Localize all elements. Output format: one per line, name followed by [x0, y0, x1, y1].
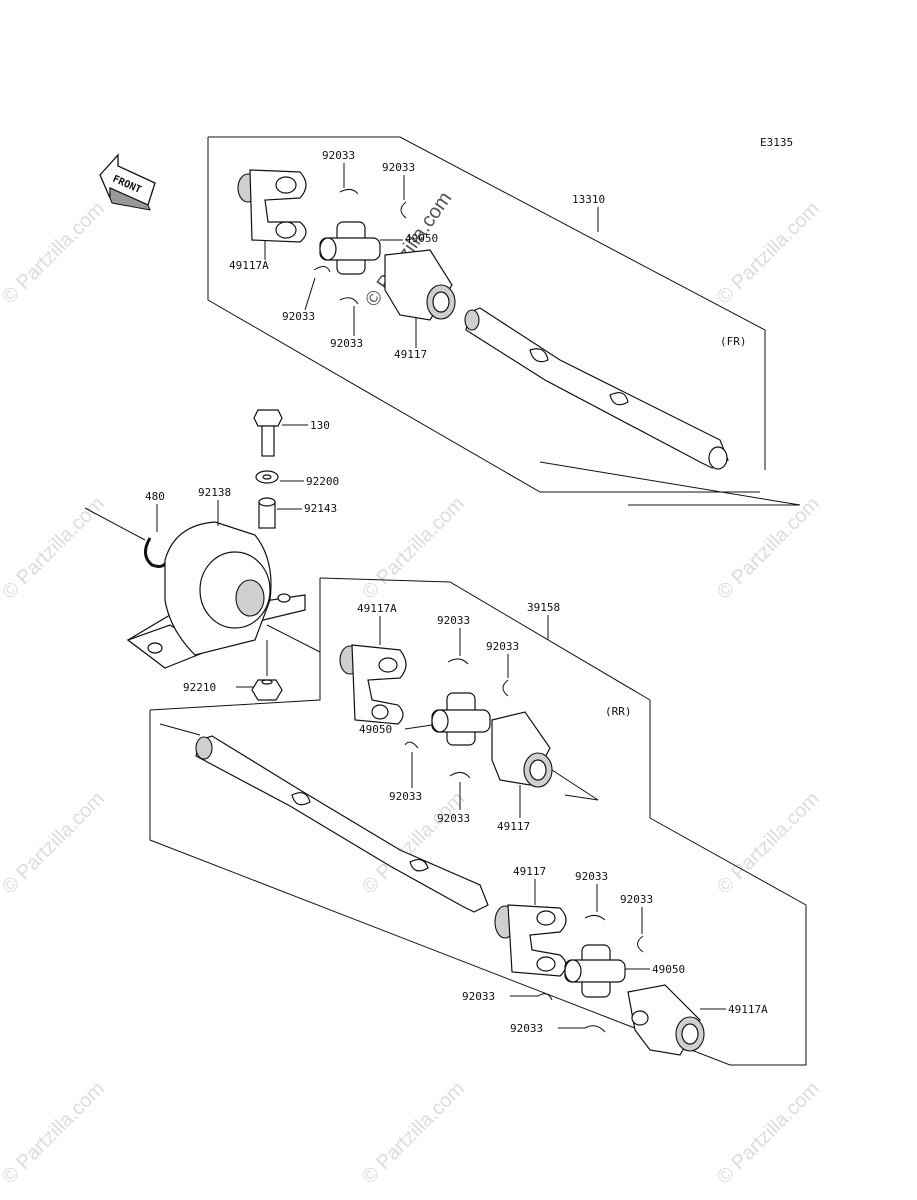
label-92138: 92138: [198, 486, 231, 499]
snap-ring-icon: [637, 935, 644, 953]
watermark: © Partzilla.com: [358, 493, 469, 604]
label-92200: 92200: [306, 475, 339, 488]
watermark: © Partzilla.com: [0, 788, 109, 899]
label-49117A: 49117A: [728, 1003, 768, 1016]
label-49117A: 49117A: [229, 259, 269, 272]
diagram-code: E3135: [760, 136, 793, 149]
bolt-130: [253, 409, 283, 457]
label-92033: 92033: [389, 790, 422, 803]
rear-shaft: [195, 735, 489, 913]
label-92210: 92210: [183, 681, 216, 694]
cross-joint-49050: [564, 944, 626, 998]
watermark: © Partzilla.com: [713, 493, 824, 604]
label-92033: 92033: [382, 161, 415, 174]
cross-joint-49050: [431, 692, 491, 746]
yoke-49117: [384, 249, 456, 321]
snap-ring-icon: [537, 993, 553, 1001]
washer-hole: [262, 474, 272, 480]
yoke-49117A: [237, 169, 307, 243]
centerline: [84, 507, 146, 541]
section-rr-label: (RR): [605, 705, 632, 718]
snap-ring-icon: [584, 914, 606, 921]
snap-ring-icon: [339, 297, 359, 305]
yoke-49117: [494, 904, 567, 977]
label-92033: 92033: [322, 149, 355, 162]
label-92143: 92143: [304, 502, 337, 515]
group-outline: [149, 577, 807, 1066]
front-shaft-group: (FR) 13310 49117A 92033 92033 92033 9203…: [207, 136, 801, 506]
label-49117: 49117: [497, 820, 530, 833]
watermark: © Partzilla.com: [713, 198, 824, 309]
group-outline: [208, 136, 766, 470]
label-92033: 92033: [462, 990, 495, 1003]
label-92033: 92033: [282, 310, 315, 323]
label-92033: 92033: [486, 640, 519, 653]
yoke-49117A: [627, 984, 705, 1056]
watermark: © Partzilla.com: [358, 1078, 469, 1189]
cross-joint-49050: [319, 221, 381, 275]
group-outline: [149, 578, 321, 711]
nut-hole: [261, 679, 273, 685]
collar-92143: [258, 497, 276, 529]
watermark: © Partzilla.com: [0, 198, 109, 309]
centerline: [266, 624, 321, 653]
watermark: © Partzilla.com: [0, 1078, 109, 1189]
front-shaft: [464, 307, 729, 470]
section-fr-label: (FR): [720, 335, 747, 348]
label-92033: 92033: [437, 614, 470, 627]
yoke-49117A: [339, 644, 407, 725]
centerline: [564, 794, 599, 801]
label-49117: 49117: [513, 865, 546, 878]
bearing-92138: [126, 521, 306, 669]
label-39158: 39158: [527, 601, 560, 614]
bearing-group: 130 92200 92143 480 92138: [84, 409, 339, 711]
label-92033: 92033: [510, 1022, 543, 1035]
snap-ring-icon: [584, 1025, 606, 1033]
rear-shaft-group: (RR) 39158 49117A 92033 92033 92033 9203…: [149, 577, 807, 1066]
label-13310: 13310: [572, 193, 605, 206]
label-49117: 49117: [394, 348, 427, 361]
snap-ring-icon: [447, 658, 469, 665]
label-49050: 49050: [405, 232, 438, 245]
label-49050: 49050: [652, 963, 685, 976]
centerline: [551, 769, 599, 801]
label-92033: 92033: [437, 812, 470, 825]
label-130: 130: [310, 419, 330, 432]
centerline: [539, 461, 801, 506]
snap-ring-icon: [339, 188, 359, 195]
nut-92210: [251, 679, 283, 701]
centerline: [159, 723, 201, 736]
group-outline: [207, 137, 760, 493]
snap-ring-icon: [404, 741, 419, 749]
yoke-49117: [491, 711, 553, 788]
label-92033: 92033: [575, 870, 608, 883]
label-480: 480: [145, 490, 165, 503]
label-49050: 49050: [359, 723, 392, 736]
watermark: © Partzilla.com: [0, 493, 109, 604]
snap-ring-icon: [313, 266, 331, 273]
label-92033: 92033: [620, 893, 653, 906]
snap-ring-icon: [449, 772, 471, 779]
snap-ring-icon: [502, 679, 509, 697]
snap-ring-icon: [400, 201, 407, 219]
watermark: © Partzilla.com: [713, 1078, 824, 1189]
front-arrow-icon: FRONT: [99, 153, 156, 211]
label-49117A: 49117A: [357, 602, 397, 615]
watermark: © Partzilla.com: [713, 788, 824, 899]
label-92033: 92033: [330, 337, 363, 350]
